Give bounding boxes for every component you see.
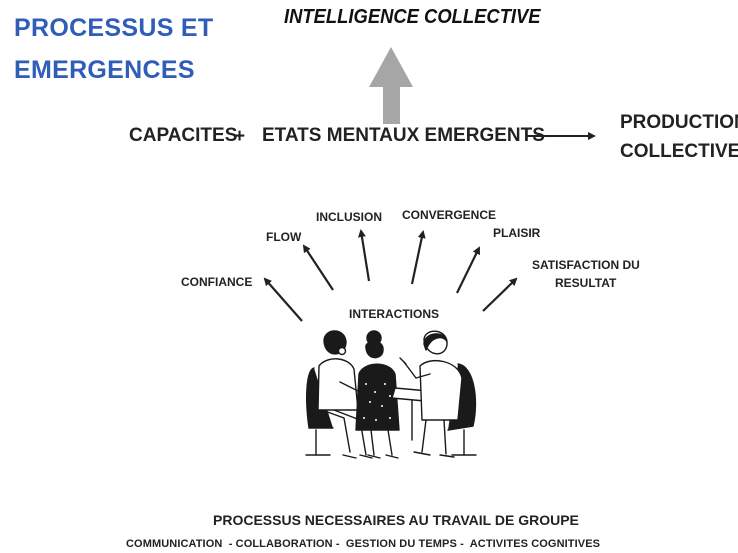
arrow-plaisir bbox=[456, 246, 480, 294]
arrow-flow bbox=[302, 244, 334, 291]
etats-mentaux-label: ETATS MENTAUX EMERGENTS bbox=[262, 125, 545, 146]
intelligence-collective-label: INTELLIGENCE COLLECTIVE bbox=[284, 6, 541, 28]
title-line-2: EMERGENCES bbox=[14, 56, 195, 84]
footer-heading: PROCESSUS NECESSAIRES AU TRAVAIL DE GROU… bbox=[213, 512, 579, 528]
arrow-confiance bbox=[263, 277, 303, 322]
footer-items: COMMUNICATION - COLLABORATION - GESTION … bbox=[126, 538, 601, 550]
state-convergence: CONVERGENCE bbox=[402, 208, 497, 222]
plus-sign: + bbox=[234, 126, 246, 147]
title-line-1: PROCESSUS ET bbox=[14, 14, 214, 42]
interactions-label: INTERACTIONS bbox=[349, 307, 439, 321]
state-plaisir: PLAISIR bbox=[493, 226, 541, 240]
state-satisfaction-line-2: RESULTAT bbox=[555, 276, 617, 290]
team-meeting-illustration bbox=[305, 330, 477, 459]
production-line-1: PRODUCTION bbox=[620, 112, 738, 133]
arrow-convergence bbox=[410, 230, 426, 285]
state-confiance: CONFIANCE bbox=[181, 275, 253, 289]
state-satisfaction-line-1: SATISFACTION DU bbox=[532, 258, 640, 272]
up-arrow bbox=[369, 47, 413, 124]
production-line-2: COLLECTIVE bbox=[620, 141, 738, 162]
capacites-label: CAPACITES bbox=[129, 125, 238, 146]
state-inclusion: INCLUSION bbox=[316, 210, 382, 224]
arrow-satisfaction bbox=[482, 277, 518, 312]
state-flow: FLOW bbox=[266, 230, 302, 244]
arrow-inclusion bbox=[357, 229, 371, 282]
